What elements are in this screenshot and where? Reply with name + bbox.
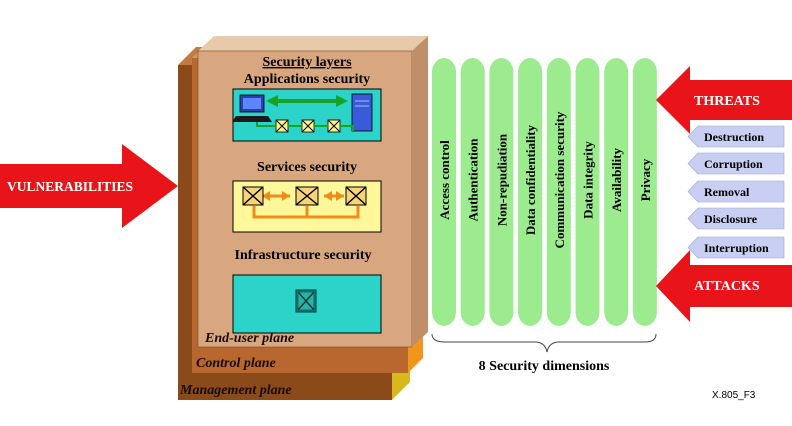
threat-item-label: Corruption [704, 157, 763, 171]
infrastructure-security-label: Infrastructure security [235, 248, 372, 263]
dimension-pill [604, 58, 629, 326]
dimension-pill [546, 58, 571, 326]
computer-icon [232, 94, 272, 122]
threats-label: THREATS [694, 94, 760, 109]
dimension-pill [518, 58, 543, 326]
dimension-label: Privacy [638, 158, 653, 201]
services-security-label: Services security [257, 160, 357, 175]
security-dimensions: Access control Authentication Non-repudiat… [432, 58, 657, 326]
threat-tag [687, 236, 785, 259]
threat-items: DestructionCorruptionRemovalDisclosureIn… [687, 125, 785, 259]
control-plane-label: Control plane [196, 356, 276, 371]
threat-tag [687, 125, 785, 148]
security-layers-title: Security layers [262, 55, 352, 70]
router-icon [295, 289, 317, 313]
threat-tag [687, 180, 785, 203]
threat-item-label: Interruption [704, 241, 769, 255]
dimension-label: Availability [609, 147, 624, 212]
attacks-arrow: ATTACKS [656, 250, 792, 322]
dimension-label: Communication security [552, 111, 567, 248]
infrastructure-box [232, 274, 382, 334]
figure-id: X.805_F3 [712, 390, 756, 401]
dimension-label: Access control [437, 140, 452, 220]
applications-box [232, 88, 382, 142]
dimension-pill [432, 58, 456, 326]
vulnerabilities-arrow: VULNERABILITIES [0, 144, 178, 228]
threats-arrow: THREATS [656, 66, 792, 134]
dimension-label: Authentication [466, 138, 481, 222]
end-user-plane-label: End-user plane [204, 331, 294, 346]
dimension-pill [632, 58, 657, 326]
dimensions-brace [431, 333, 657, 353]
services-box [232, 180, 382, 233]
dimension-pill [489, 58, 514, 326]
applications-security-label: Applications security [244, 72, 370, 87]
dimension-label: Non-repudiation [494, 133, 509, 226]
dimension-label: Data confidentiality [523, 124, 538, 235]
service-node-icons [242, 186, 367, 206]
attacks-label: ATTACKS [694, 279, 760, 294]
threat-tag [687, 152, 785, 175]
dimensions-caption: 8 Security dimensions [479, 359, 610, 374]
dimension-pill [575, 58, 600, 326]
threat-item-label: Disclosure [704, 212, 758, 226]
vulnerabilities-label: VULNERABILITIES [7, 179, 133, 194]
dimension-pill [460, 58, 485, 326]
threat-item-label: Destruction [704, 130, 764, 144]
switch-icons [268, 119, 346, 133]
dimension-label: Data integrity [581, 141, 596, 219]
management-plane-label: Management plane [179, 383, 292, 398]
threat-tag [687, 207, 785, 230]
server-icon [351, 93, 373, 132]
threat-item-label: Removal [704, 185, 750, 199]
